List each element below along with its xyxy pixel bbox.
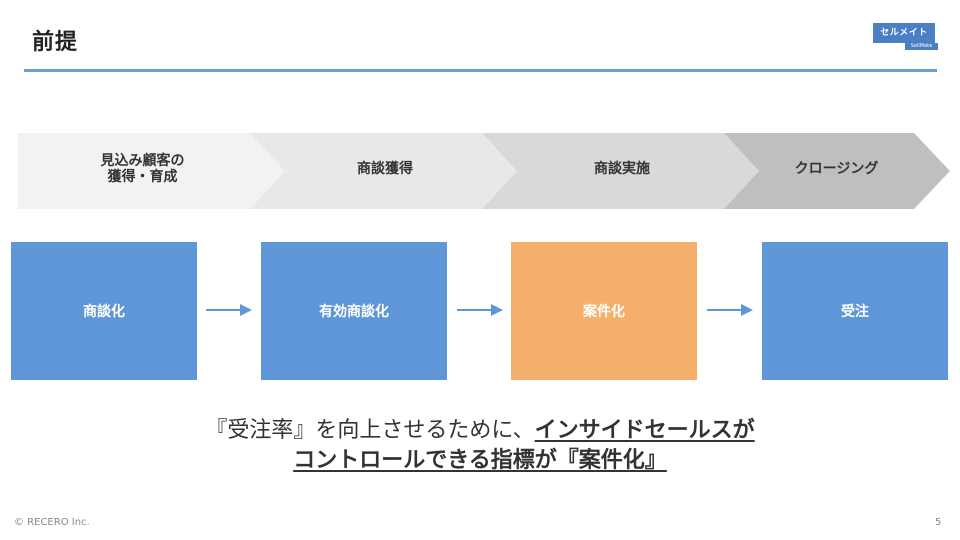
stage-label-2: 商談獲得 bbox=[357, 161, 413, 177]
stage-chevron-3 bbox=[482, 133, 759, 209]
copyright-text: © RECERO Inc. bbox=[14, 517, 90, 528]
message-emphasis-1: インサイドセールスが bbox=[534, 418, 755, 443]
step-box-3-highlighted: 案件化 bbox=[511, 242, 697, 380]
stage-label-3: 商談実施 bbox=[594, 161, 650, 177]
stage-chevron-1 bbox=[18, 133, 285, 209]
page-number: 5 bbox=[935, 517, 942, 528]
step-box-1: 商談化 bbox=[11, 242, 197, 380]
sellmate-logo: セルメイト SellMate bbox=[873, 23, 938, 52]
step-label-1: 商談化 bbox=[83, 304, 125, 320]
right-arrow-icon bbox=[206, 304, 252, 316]
logo-main-text: セルメイト bbox=[873, 23, 935, 43]
right-arrow-icon bbox=[707, 304, 753, 316]
stage-label-4: クロージング bbox=[794, 161, 879, 177]
stage-chevron-2 bbox=[250, 133, 517, 209]
key-message: 『受注率』を向上させるために、インサイドセールスが コントロールできる指標が『案… bbox=[0, 416, 960, 476]
step-label-2: 有効商談化 bbox=[319, 304, 389, 320]
right-arrow-icon bbox=[457, 304, 503, 316]
page-title: 前提 bbox=[32, 30, 79, 55]
message-emphasis-2: コントロールできる指標が『案件化』 bbox=[293, 448, 667, 473]
step-box-2: 有効商談化 bbox=[261, 242, 447, 380]
step-label-3: 案件化 bbox=[583, 304, 625, 320]
stage-label-1: 見込み顧客の 獲得・育成 bbox=[100, 153, 185, 185]
stage-chevron-4 bbox=[724, 133, 950, 209]
message-part-1: 『受注率』を向上させるために、 bbox=[205, 418, 535, 443]
step-box-4: 受注 bbox=[762, 242, 948, 380]
title-divider bbox=[24, 69, 937, 72]
step-label-4: 受注 bbox=[841, 304, 869, 320]
logo-sub-text: SellMate bbox=[905, 43, 938, 50]
